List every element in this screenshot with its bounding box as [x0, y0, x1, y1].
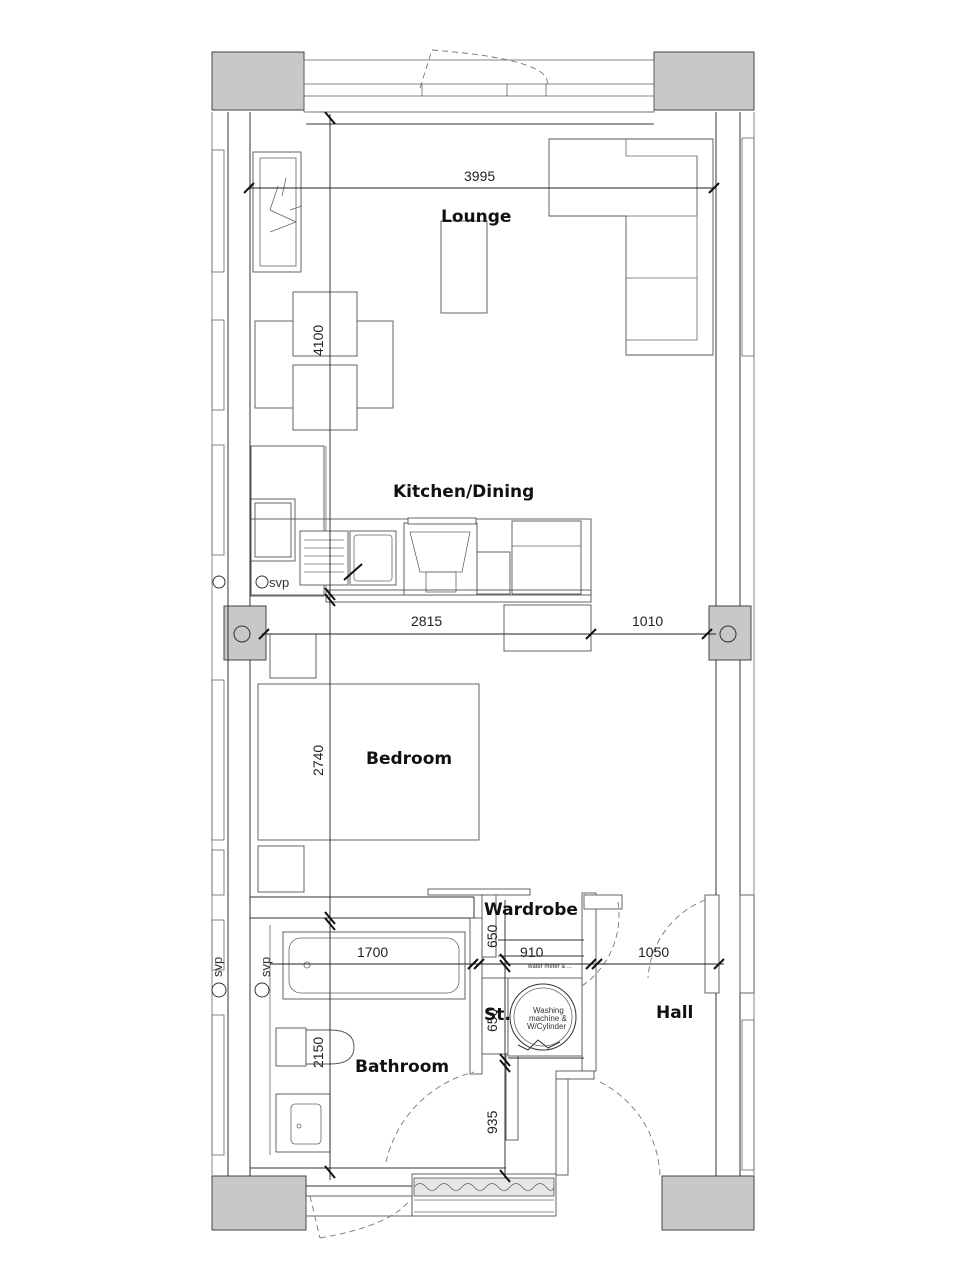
bathtub	[282, 931, 466, 1000]
coffee-table	[440, 220, 488, 314]
dim-store-width: 910	[520, 944, 544, 960]
svp-kitchen-label: svp	[269, 575, 289, 590]
bed	[257, 683, 480, 841]
room-label-bedroom: Bedroom	[366, 749, 452, 769]
dim-kitchen-run: 2815	[411, 613, 442, 629]
bedside-table-bottom	[257, 845, 305, 893]
appliance	[511, 520, 582, 595]
room-label-wardrobe: Wardrobe	[484, 900, 578, 920]
kitchen-units	[212, 445, 592, 652]
dimension-lines	[243, 111, 725, 1183]
wall-bottom-left	[211, 1175, 307, 1231]
room-label-hall: Hall	[656, 1003, 693, 1023]
dim-hall-width: 1050	[638, 944, 669, 960]
column-left	[223, 605, 267, 661]
balcony-door	[303, 49, 655, 125]
sink-bowl	[349, 530, 397, 586]
dim-wardrobe-depth: 650	[484, 924, 500, 948]
sink-drainer	[299, 530, 349, 586]
wardrobe-rail	[427, 888, 531, 896]
column-right-circle	[719, 625, 737, 643]
washing-machine	[507, 977, 583, 1057]
washing-label-1: Washing	[533, 1006, 564, 1015]
column-left-circle	[233, 625, 251, 643]
dim-bath-length: 1700	[357, 944, 388, 960]
room-label-lounge: Lounge	[441, 207, 511, 227]
dim-lounge-depth: 4100	[310, 325, 326, 356]
dining-chair-top	[292, 291, 358, 357]
svp-bath-right-label: svp	[258, 957, 273, 977]
svp-bath-left-label: svp	[210, 957, 225, 977]
cistern	[275, 1027, 307, 1067]
water-meter-label: water meter & ...	[527, 964, 572, 970]
washer-slot	[476, 551, 511, 595]
outer-walls	[211, 51, 755, 1231]
svp-bath-right-icon	[254, 982, 270, 998]
dim-kitchen-gap: 1010	[632, 613, 663, 629]
dim-bathroom-depth: 2150	[310, 1037, 326, 1068]
washing-label-3: W/Cylinder	[527, 1022, 566, 1031]
island-unit	[503, 604, 592, 652]
room-label-bathroom: Bathroom	[355, 1057, 449, 1077]
room-label-store: St.	[484, 1005, 511, 1025]
dim-store-depth: 650	[484, 1008, 500, 1032]
bedroom-furniture	[257, 633, 480, 893]
dining-chair-bottom	[292, 364, 358, 431]
corner-sofa	[548, 138, 714, 356]
dim-hall-depth: 935	[484, 1110, 500, 1134]
wall-bottom-right	[661, 1175, 755, 1231]
wall-top-right	[653, 51, 755, 111]
bedside-table-top	[269, 633, 317, 679]
door-swings	[309, 899, 706, 1239]
wall-top-left	[211, 51, 305, 111]
entrance-mat	[305, 1173, 557, 1217]
dim-lounge-width: 3995	[464, 168, 495, 184]
basin-unit	[275, 1093, 331, 1153]
dim-bedroom-depth: 2740	[310, 745, 326, 776]
room-label-kitchen: Kitchen/Dining	[393, 482, 534, 502]
svp-bath-left-icon	[211, 982, 227, 998]
washing-label-2: machine &	[529, 1014, 567, 1023]
svp-kitchen-icon	[255, 575, 269, 589]
tv-unit	[252, 151, 302, 273]
column-right	[708, 605, 752, 661]
hob-oven	[403, 522, 478, 596]
lounge-furniture	[252, 138, 714, 431]
